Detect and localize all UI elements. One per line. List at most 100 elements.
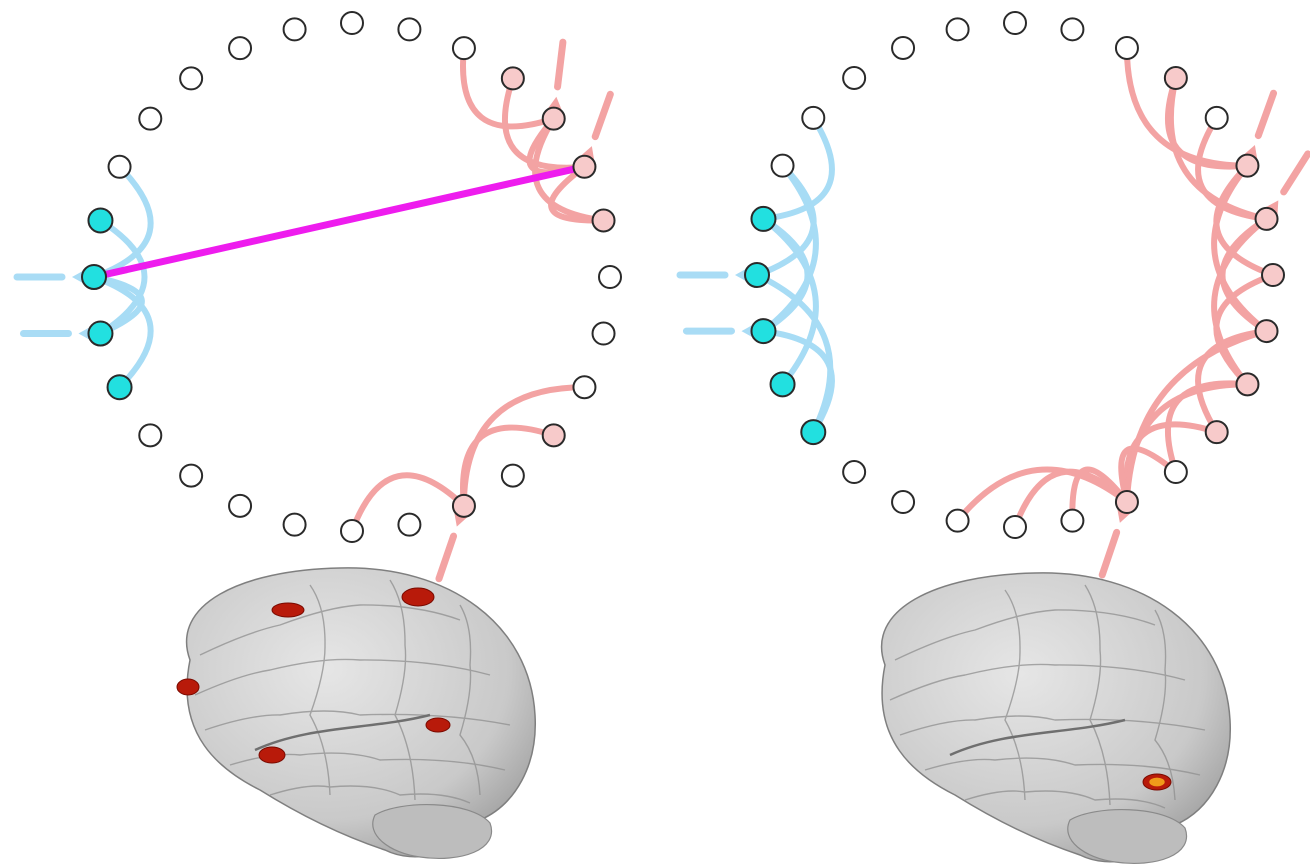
node-empty xyxy=(801,105,826,130)
left-blue-edges xyxy=(91,163,154,391)
brain-gyri xyxy=(889,584,1206,809)
node-red xyxy=(1163,65,1188,90)
left-node-ring xyxy=(81,11,622,543)
right-red-edges xyxy=(954,45,1276,530)
red-edge xyxy=(1123,328,1270,505)
node-empty xyxy=(451,36,476,61)
red-edge xyxy=(1069,466,1130,524)
node-empty xyxy=(282,17,307,42)
brain-lateral-sulcus xyxy=(254,713,431,752)
node-empty xyxy=(138,423,163,448)
node-blue xyxy=(81,264,107,290)
node-empty xyxy=(891,490,916,515)
node-empty xyxy=(1003,515,1027,539)
node-empty xyxy=(591,321,616,346)
red-edge xyxy=(532,115,607,224)
node-blue xyxy=(87,207,114,234)
node-empty xyxy=(770,153,795,178)
node-empty xyxy=(842,65,867,90)
node-red xyxy=(541,423,566,448)
node-blue xyxy=(106,374,133,401)
red-edge xyxy=(548,163,607,224)
node-red xyxy=(1261,263,1285,287)
red-arrow-shaft xyxy=(1280,150,1310,196)
node-blue xyxy=(769,371,796,398)
red-edge xyxy=(1123,45,1251,169)
activation-occipital xyxy=(425,717,451,733)
node-empty xyxy=(228,493,253,518)
node-empty xyxy=(945,17,970,42)
red-edge xyxy=(1195,114,1270,222)
brain-gyri xyxy=(194,579,511,804)
blue-edge xyxy=(760,114,835,222)
node-empty xyxy=(179,463,204,488)
activation-temporal xyxy=(258,746,286,764)
node-empty xyxy=(340,519,364,543)
node-empty xyxy=(598,265,622,289)
node-empty xyxy=(572,375,597,400)
red-edge xyxy=(1213,272,1276,388)
red-arrow-shaft xyxy=(1098,528,1121,579)
brain-lateral-sulcus xyxy=(949,718,1126,757)
blue-edge xyxy=(754,162,817,278)
node-empty xyxy=(945,508,970,533)
red-arrow-shaft xyxy=(1254,89,1278,140)
node-blue xyxy=(750,318,777,345)
blue-edge xyxy=(91,274,145,337)
node-blue xyxy=(87,320,114,347)
brain-hemisphere xyxy=(185,567,536,858)
red-edge xyxy=(1123,381,1251,505)
right-panel xyxy=(676,11,1310,865)
node-empty xyxy=(1060,17,1085,42)
node-empty xyxy=(340,11,364,35)
node-empty xyxy=(228,36,253,61)
left-arrows xyxy=(13,38,614,583)
node-red xyxy=(572,154,597,179)
brain-cerebellum xyxy=(1067,809,1188,865)
node-empty xyxy=(1204,105,1229,130)
node-red xyxy=(1114,490,1139,515)
node-empty xyxy=(1163,460,1188,485)
cross-network-link xyxy=(90,163,588,281)
node-empty xyxy=(107,154,132,179)
node-red xyxy=(1204,420,1229,445)
activation-dorsal-frontal xyxy=(271,602,305,618)
red-arrow-shaft xyxy=(591,90,614,141)
node-empty xyxy=(1003,11,1027,35)
blue-edge xyxy=(91,163,154,280)
red-edge xyxy=(460,45,557,130)
node-empty xyxy=(397,17,422,42)
red-edge xyxy=(460,384,588,509)
node-red xyxy=(500,66,525,91)
node-empty xyxy=(179,66,204,91)
blue-edge xyxy=(91,274,154,391)
node-empty xyxy=(282,512,307,537)
blue-edge xyxy=(760,215,811,335)
node-empty xyxy=(138,106,163,131)
red-edge xyxy=(1211,162,1270,335)
activation-parietal xyxy=(401,587,435,607)
node-empty xyxy=(397,512,422,537)
left-red-edges xyxy=(349,45,607,534)
node-empty xyxy=(500,463,525,488)
red-edge xyxy=(1118,445,1179,505)
brain-cerebellum xyxy=(372,804,493,860)
node-red xyxy=(1235,153,1260,178)
node-empty xyxy=(891,35,916,60)
brain-hemisphere xyxy=(880,572,1231,863)
blue-edge xyxy=(754,272,834,436)
node-empty xyxy=(842,460,867,485)
left-brain-render xyxy=(176,567,536,860)
activation-anterior-frontal xyxy=(176,678,200,696)
node-red xyxy=(591,208,616,233)
red-arrow-shaft xyxy=(435,532,458,583)
left-panel xyxy=(13,11,622,860)
node-empty xyxy=(1060,508,1085,533)
red-edge xyxy=(954,466,1130,524)
left-cross-link xyxy=(90,163,588,281)
node-red xyxy=(1254,206,1279,231)
red-edge xyxy=(349,472,467,534)
node-blue xyxy=(800,419,827,446)
